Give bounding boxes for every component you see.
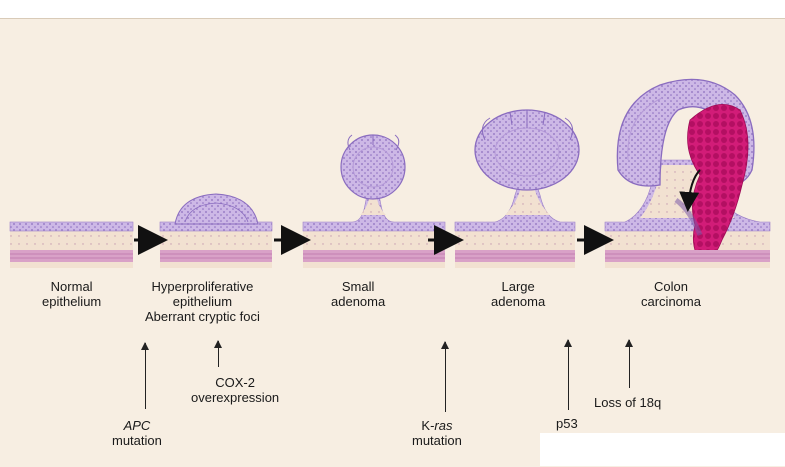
mutation-kras: K-ras mutation <box>412 418 462 448</box>
mutation-apc: APC mutation <box>112 418 162 448</box>
stage-hyperproliferative-tissue <box>159 193 273 268</box>
arrow-kras <box>441 341 449 412</box>
arrow-p53 <box>564 339 572 410</box>
stage-large-adenoma-tissue <box>454 109 580 268</box>
mutation-cox2: COX-2 overexpression <box>191 375 280 405</box>
arrow-apc <box>141 342 149 409</box>
stage-normal-tissue <box>9 221 134 268</box>
arrow-18q <box>625 339 633 388</box>
arrow-cox2 <box>214 340 222 367</box>
stage-small-adenoma-tissue <box>302 134 446 268</box>
stage-carcinoma-tissue <box>604 78 771 268</box>
mutation-p53: p53 <box>556 416 578 431</box>
white-overlay <box>540 433 785 466</box>
mutation-18q: Loss of 18q <box>594 395 662 410</box>
